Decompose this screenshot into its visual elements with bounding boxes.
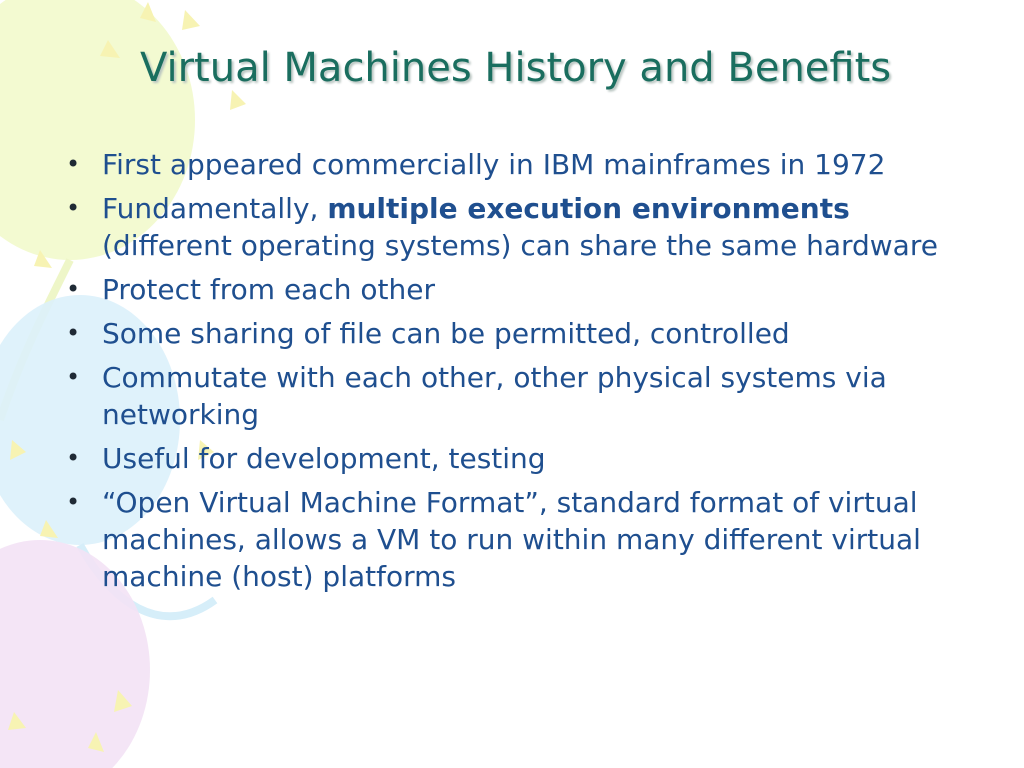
bullet-marker: • — [66, 319, 81, 347]
bullet-item: • Some sharing of file can be permitted,… — [64, 315, 964, 352]
confetti-piece — [182, 10, 200, 30]
confetti-piece — [88, 732, 104, 752]
bullet-marker: • — [66, 363, 81, 391]
bullet-item: • Protect from each other — [64, 271, 964, 308]
bullet-text-prefix: Fundamentally, — [102, 192, 328, 225]
bullet-marker: • — [66, 275, 81, 303]
bullet-text-emphasis: multiple execution environments — [327, 192, 850, 225]
confetti-piece — [8, 712, 26, 730]
bullet-marker: • — [66, 444, 81, 472]
bullet-text-suffix: (different operating systems) can share … — [102, 229, 938, 262]
bullet-text: First appeared commercially in IBM mainf… — [102, 148, 886, 181]
confetti-piece — [40, 520, 58, 538]
bullet-marker: • — [66, 488, 81, 516]
bullet-text: Protect from each other — [102, 273, 435, 306]
confetti-piece — [230, 90, 246, 110]
bullet-marker: • — [66, 150, 81, 178]
bullet-text: “Open Virtual Machine Format”, standard … — [102, 486, 921, 593]
bullet-text: Some sharing of file can be permitted, c… — [102, 317, 790, 350]
bullet-item: • Useful for development, testing — [64, 440, 964, 477]
confetti-piece — [114, 690, 132, 712]
bullet-list: • First appeared commercially in IBM mai… — [64, 146, 964, 602]
confetti-piece — [198, 440, 214, 460]
confetti-piece — [100, 40, 120, 58]
bullet-item: • Commutate with each other, other physi… — [64, 359, 964, 433]
balloon-blue — [0, 295, 180, 545]
confetti-piece — [34, 250, 52, 268]
slide-title: Virtual Machines History and Benefits — [140, 45, 892, 91]
bullet-marker: • — [66, 194, 81, 222]
bullet-text: Commutate with each other, other physica… — [102, 361, 887, 431]
bullet-text: Useful for development, testing — [102, 442, 546, 475]
bullet-item: • “Open Virtual Machine Format”, standar… — [64, 484, 964, 595]
bullet-item: • Fundamentally, multiple execution envi… — [64, 190, 964, 264]
confetti-piece — [140, 2, 156, 22]
balloon-yellow — [0, 0, 195, 260]
balloon-purple — [0, 540, 150, 768]
bullet-item: • First appeared commercially in IBM mai… — [64, 146, 964, 183]
confetti-piece — [10, 440, 26, 460]
